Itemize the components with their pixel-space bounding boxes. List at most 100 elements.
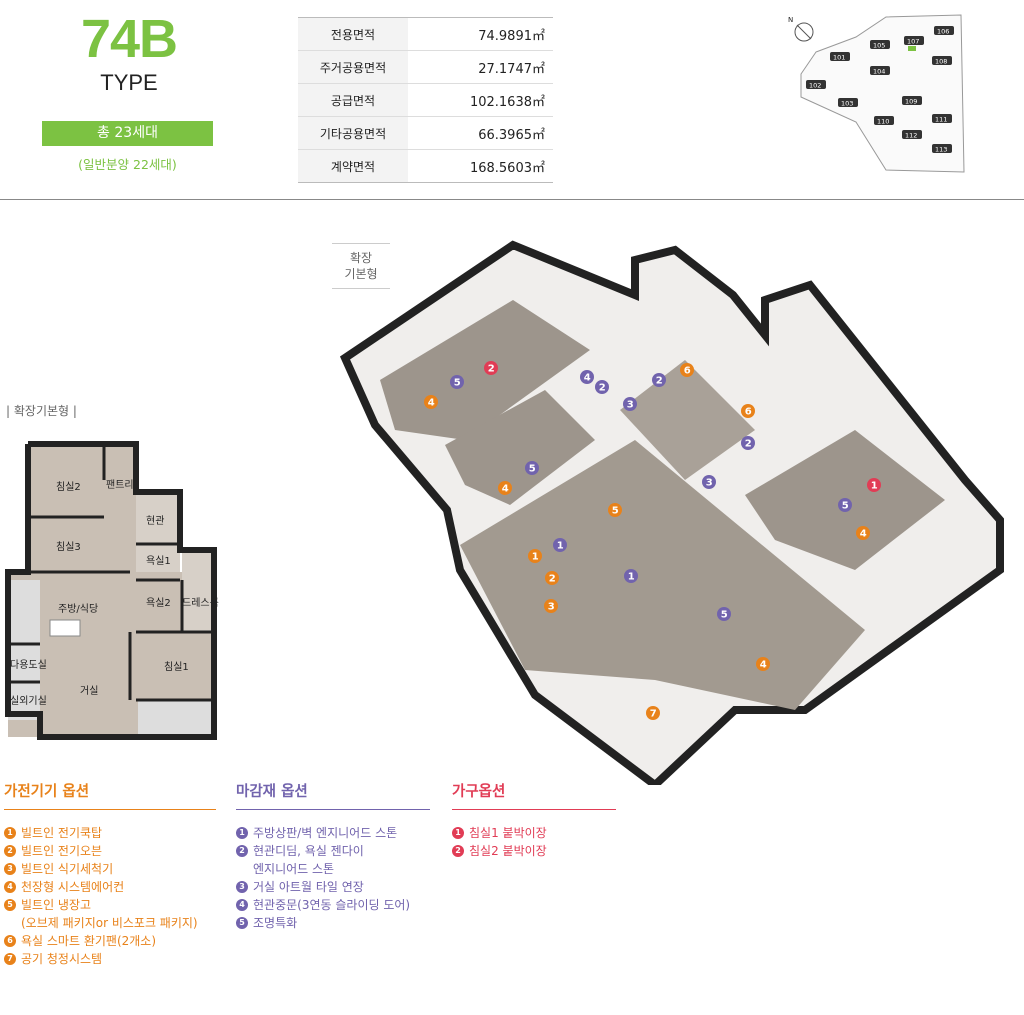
- marker-label: 5: [612, 506, 619, 517]
- option-text: 현관디딤, 욕실 젠다이: [253, 844, 364, 858]
- marker-label: 4: [860, 529, 867, 540]
- building-label: 107: [907, 38, 919, 46]
- option-text: 주방상판/벽 엔지니어드 스톤: [253, 826, 398, 840]
- marker-label: 3: [627, 400, 634, 411]
- option-item: 1 침실1 붙박이장: [452, 824, 616, 842]
- option-item: 2 현관디딤, 욕실 젠다이: [236, 842, 430, 860]
- isometric-unit-render: 4 5 2 4 5 4 2 3 2 6 6 2 3 1 5 4 5 1 1 2 …: [339, 240, 1004, 785]
- extension-tag: 확장 기본형: [332, 243, 390, 289]
- appliance-options-title: 가전기기 옵션: [4, 780, 216, 810]
- option-number: 1: [236, 827, 248, 839]
- room-label: 다용도실: [10, 659, 47, 671]
- compass-icon: [794, 22, 814, 42]
- option-text: 침실1 붙박이장: [469, 826, 547, 840]
- area-value: 66.3965㎡: [478, 127, 545, 143]
- marker-label: 5: [842, 501, 849, 512]
- marker-label: 5: [454, 378, 461, 389]
- option-number: 1: [4, 827, 16, 839]
- extension-tag-line2: 기본형: [344, 267, 378, 281]
- building-label: 108: [935, 58, 947, 66]
- area-row: 기타공용면적 66.3965㎡: [298, 117, 553, 150]
- marker-label: 1: [628, 572, 635, 583]
- floor-plan-2d: 침실2 팬트리 현관 침실3 욕실1 주방/식당 욕실2 드레스룸 다용도실 침…: [5, 441, 219, 740]
- area-value: 74.9891㎡: [478, 28, 545, 44]
- building-label: 113: [935, 146, 947, 154]
- area-label: 전용면적: [298, 18, 408, 50]
- option-markers: 4 5 2 4 5 4 2 3 2 6 6 2 3 1 5 4 5 1 1 2 …: [424, 361, 881, 720]
- marker-label: 5: [529, 464, 536, 475]
- area-label: 공급면적: [298, 84, 408, 116]
- room-label: 현관: [146, 515, 164, 527]
- marker-label: 4: [760, 660, 767, 671]
- marker-label: 5: [721, 610, 728, 621]
- room-label: 침실2: [56, 481, 81, 493]
- option-number: 6: [4, 935, 16, 947]
- option-text: 빌트인 식기세척기: [21, 862, 114, 876]
- option-item-continued: (오브제 패키지or 비스포크 패키지): [4, 914, 216, 932]
- marker-label: 2: [488, 364, 495, 375]
- option-number: 3: [4, 863, 16, 875]
- marker-label: 6: [684, 366, 691, 377]
- building-markers: 101 102 103 104 105 106 107 108 109 110 …: [806, 26, 954, 154]
- option-number: 5: [236, 917, 248, 929]
- building-label: 112: [905, 132, 917, 140]
- option-number: 3: [236, 881, 248, 893]
- highlight-unit-marker: [908, 46, 916, 51]
- area-row: 계약면적 168.5603㎡: [298, 150, 553, 183]
- units-general-note: (일반분양 22세대): [78, 157, 177, 172]
- option-item: 2 침실2 붙박이장: [452, 842, 616, 860]
- option-item: 3 거실 아트월 타일 연장: [236, 878, 430, 896]
- marker-label: 1: [532, 552, 539, 563]
- type-label: TYPE: [100, 70, 158, 95]
- option-number: 7: [4, 953, 16, 965]
- site-plan-map: N 101 102 103 104 105 106 107 108 109 11…: [788, 14, 965, 173]
- area-value: 168.5603㎡: [469, 160, 545, 176]
- building-label: 106: [937, 28, 949, 36]
- option-number: 2: [452, 845, 464, 857]
- option-number: 2: [4, 845, 16, 857]
- area-label: 기타공용면적: [298, 117, 408, 149]
- marker-label: 2: [656, 376, 663, 387]
- marker-label: 3: [548, 602, 555, 613]
- building-label: 110: [877, 118, 889, 126]
- option-text: 침실2 붙박이장: [469, 844, 547, 858]
- furniture-options-title: 가구옵션: [452, 780, 616, 810]
- room-label: 실외기실: [10, 695, 47, 707]
- area-label: 주거공용면적: [298, 51, 408, 83]
- option-text: 거실 아트월 타일 연장: [253, 880, 364, 894]
- marker-label: 7: [650, 709, 657, 720]
- room-label: 침실3: [56, 541, 81, 553]
- room-label: 욕실1: [146, 555, 171, 567]
- option-text: 빌트인 전기오븐: [21, 844, 103, 858]
- area-value: 102.1638㎡: [469, 94, 545, 110]
- marker-label: 2: [599, 383, 606, 394]
- furniture-options: 가구옵션 1 침실1 붙박이장 2 침실2 붙박이장: [452, 780, 616, 860]
- room-label: 거실: [80, 685, 98, 697]
- area-row: 전용면적 74.9891㎡: [298, 18, 553, 51]
- option-number: 1: [452, 827, 464, 839]
- type-code: 74B: [80, 9, 178, 69]
- marker-label: 3: [706, 478, 713, 489]
- option-number: 5: [4, 899, 16, 911]
- marker-label: 1: [871, 481, 878, 492]
- option-text: 빌트인 냉장고: [21, 898, 92, 912]
- marker-label: 4: [584, 373, 591, 384]
- area-row: 주거공용면적 27.1747㎡: [298, 51, 553, 84]
- option-item: 3 빌트인 식기세척기: [4, 860, 216, 878]
- floor-plan-label: | 확장기본형 |: [6, 404, 77, 418]
- option-item-continued: 엔지니어드 스톤: [236, 860, 430, 878]
- units-total-badge: 총 23세대: [42, 121, 213, 146]
- option-item: 5 빌트인 냉장고: [4, 896, 216, 914]
- option-text: 천장형 시스템에어컨: [21, 880, 125, 894]
- building-label: 105: [873, 42, 885, 50]
- room-label: 드레스룸: [182, 597, 219, 609]
- area-label: 계약면적: [298, 150, 408, 182]
- option-number: 2: [236, 845, 248, 857]
- option-text: 공기 청정시스템: [21, 952, 103, 966]
